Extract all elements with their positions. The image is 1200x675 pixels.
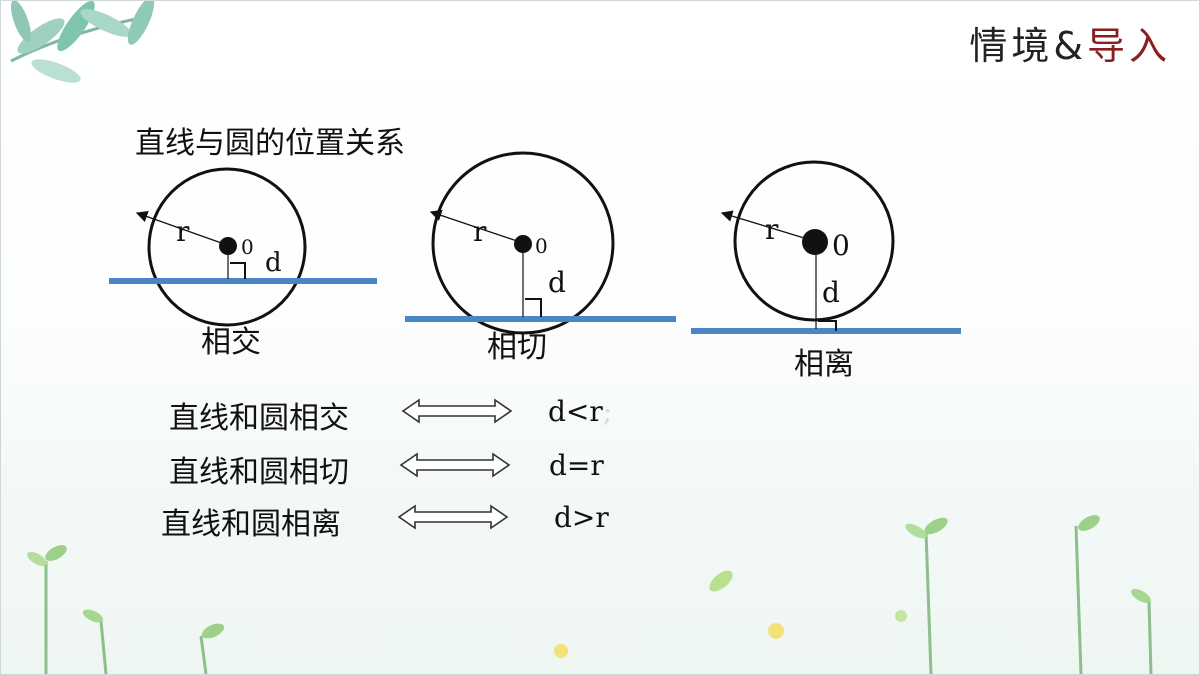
relation-condition: d>r	[554, 501, 609, 534]
diagram-intersecting: r 0 d 相交	[109, 167, 377, 360]
radius-label-3: r	[765, 213, 779, 246]
center-point-3	[802, 229, 828, 255]
circle-1	[147, 167, 307, 327]
sprout-decoration-right	[554, 515, 1153, 674]
radius-label-2: r	[473, 215, 487, 248]
radius-arrow-2	[429, 209, 524, 244]
section-title: 直线与圆的位置关系	[135, 126, 405, 161]
heading-part-2: 导入	[1086, 24, 1171, 68]
case-label-tangent: 相切	[487, 330, 547, 365]
distance-label-3: d	[822, 276, 840, 309]
right-angle-mark-2	[525, 298, 542, 317]
center-label-2: 0	[535, 234, 548, 258]
distance-label-2: d	[548, 266, 566, 299]
equivalence-arrow-icon	[397, 504, 509, 530]
sprout-decoration-left	[27, 545, 225, 674]
equivalence-arrow-icon	[399, 452, 511, 478]
relation-text: 直线和圆相离	[161, 507, 341, 542]
relation-row-intersect: 直线和圆相交 d<r;	[169, 393, 649, 436]
relation-row-tangent: 直线和圆相切 d=r	[169, 447, 649, 490]
leaf-branch-decoration	[10, 1, 155, 83]
center-label-1: 0	[241, 235, 254, 259]
relation-condition: d<r;	[548, 395, 612, 428]
relation-row-separate: 直线和圆相离 d>r	[161, 499, 651, 542]
case-label-intersect: 相交	[201, 325, 261, 360]
distance-label-1: d	[265, 248, 282, 278]
equivalence-arrow-icon	[401, 398, 513, 424]
right-angle-mark-1	[230, 262, 246, 279]
radius-label-1: r	[176, 215, 190, 248]
condition-value: d<r	[548, 395, 603, 428]
circle-3	[733, 160, 895, 322]
radius-arrow-1	[135, 210, 228, 246]
condition-suffix: ;	[602, 395, 613, 428]
circle-2	[431, 151, 615, 335]
relation-text: 直线和圆相交	[169, 401, 349, 436]
radius-arrow-3	[720, 210, 815, 242]
relation-text: 直线和圆相切	[169, 455, 349, 490]
center-label-3: 0	[832, 229, 850, 262]
right-angle-mark-3	[818, 320, 837, 331]
case-label-separate: 相离	[794, 347, 854, 382]
slide-heading: 情境&导入	[969, 15, 1171, 70]
relation-condition: d=r	[549, 449, 604, 482]
diagram-separate: r 0 d 相离	[691, 160, 961, 382]
diagram-tangent: r 0 d 相切	[405, 151, 676, 365]
heading-part-1: 情境&	[969, 24, 1087, 68]
